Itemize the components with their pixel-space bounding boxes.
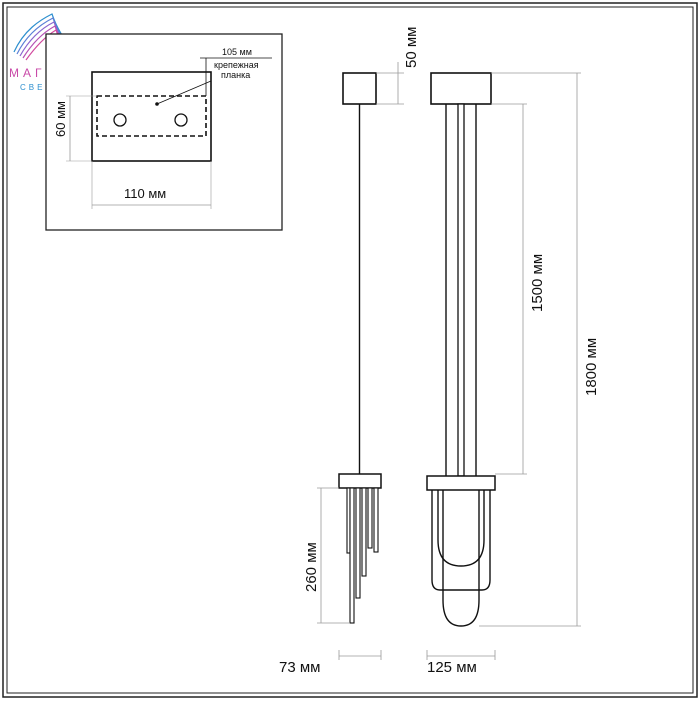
dimension-lines <box>317 62 581 660</box>
side-tube-3 <box>355 487 361 599</box>
side-width-label: 73 мм <box>279 659 320 676</box>
plate-note-leader <box>156 80 212 105</box>
total-height-label: 1800 мм <box>583 338 600 396</box>
side-tube-4 <box>361 487 367 577</box>
page-border-inner <box>6 6 694 694</box>
shade-height-label: 260 мм <box>303 542 320 592</box>
screw-hole-left <box>113 113 127 127</box>
front-glass-inner <box>437 490 485 567</box>
front-view <box>426 72 496 627</box>
cable-length-label: 1500 мм <box>529 254 546 312</box>
mounting-plate-inset: 105 мм крепежная планка 60 мм 110 мм <box>45 33 283 231</box>
mounting-plate <box>96 95 207 137</box>
side-tube-2 <box>349 487 355 624</box>
plate-note-line1: крепежная <box>214 60 259 70</box>
front-glass-center <box>442 490 480 627</box>
inset-width-label: 110 мм <box>124 186 166 201</box>
logo-sub: СВЕТА <box>20 83 61 92</box>
front-glass-outer <box>431 490 491 591</box>
canopy-height-label: 50 мм <box>403 27 420 68</box>
front-rod <box>457 103 465 477</box>
screw-hole-right <box>174 113 188 127</box>
side-tube-5 <box>367 487 373 549</box>
plate-note-dot <box>155 102 159 106</box>
side-view <box>338 72 382 624</box>
plate-width-label: 105 мм <box>222 47 252 57</box>
plate-note-line2: планка <box>221 70 250 80</box>
front-canopy <box>430 72 492 105</box>
front-holder <box>426 475 496 491</box>
front-width-label: 125 мм <box>427 659 477 676</box>
side-canopy <box>342 72 377 105</box>
side-tube-6 <box>373 487 379 553</box>
inset-height-label: 60 мм <box>53 101 68 137</box>
side-holder <box>338 473 382 489</box>
canopy-base <box>91 71 212 162</box>
